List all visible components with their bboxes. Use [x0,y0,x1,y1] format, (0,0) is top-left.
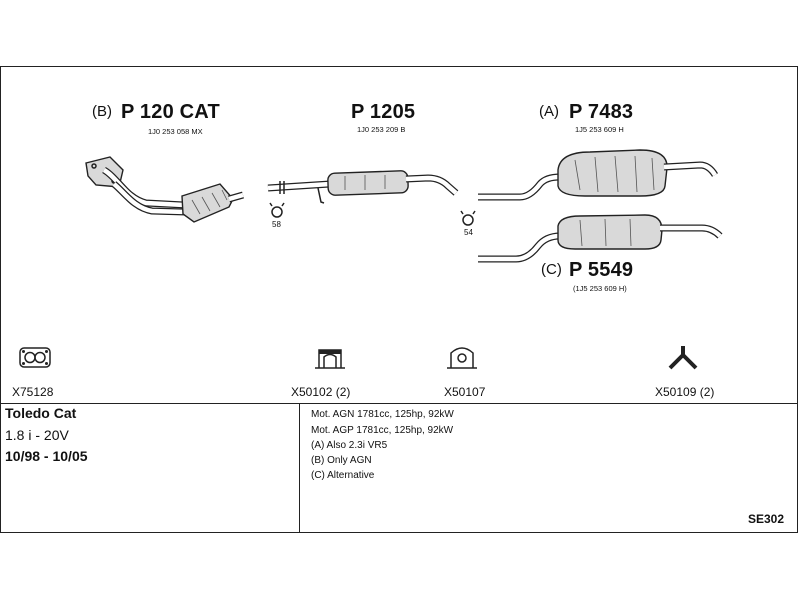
accessory-code: X50102 (2) [291,385,351,399]
flange-gasket-icon [19,347,51,368]
middle-silencer [327,170,409,196]
catalytic-converter [181,183,234,223]
diagram-code: SE302 [748,512,785,526]
hanger-hook [317,187,325,204]
y-bracket-icon [668,346,698,370]
frame-bottom-line [0,532,798,533]
oem-number-rear-silencer: 1J5 253 609 H [575,125,624,134]
note-line: Mot. AGN 1781cc, 125hp, 92kW [311,409,454,420]
rear-silencer-alt-drawing [478,214,723,263]
part-number-middle-pipe: P 1205 [351,101,416,123]
rubber-hanger-icon [447,347,477,369]
rear-silencer-alt-body [557,214,663,250]
frame-right-line [797,66,798,533]
cat-downpipe-drawing [85,156,244,223]
part-letter-a: (A) [539,103,559,120]
vehicle-model: Toledo Cat [5,405,77,421]
clamp-54-icon [460,210,476,226]
info-column-divider [299,403,300,533]
vehicle-years: 10/98 - 10/05 [5,448,88,464]
part-letter-b: (B) [92,103,112,120]
frame-top-line [0,66,798,67]
rear-silencer-body [557,149,668,197]
accessory-code: X50109 (2) [655,385,715,399]
rubber-mount-icon [315,349,345,369]
frame-left-line [0,66,1,533]
middle-pipe-drawing [267,170,459,204]
oem-number-middle-pipe: 1J0 253 209 B [357,125,406,134]
oem-number-rear-silencer-alt: (1J5 253 609 H) [573,284,627,293]
accessory-code: X50107 [444,385,486,399]
note-line: (C) Alternative [311,470,375,481]
vehicle-engine: 1.8 i - 20V [5,427,69,443]
oem-number-cat-downpipe: 1J0 253 058 MX [148,127,203,136]
flange-bolt-hole [91,163,97,169]
clamp-label-front: 58 [272,220,281,229]
note-line: Mot. AGP 1781cc, 125hp, 92kW [311,425,454,436]
accessory-code: X75128 [12,385,54,399]
rear-silencer-drawing [478,149,719,201]
note-line: (B) Only AGN [311,455,372,466]
part-number-rear-silencer: P 7483 [569,101,634,123]
part-number-rear-silencer-alt: P 5549 [569,259,634,281]
part-number-cat-downpipe: P 120 CAT [121,101,220,123]
clamp-label-rear: 54 [464,228,473,237]
part-letter-c: (C) [541,261,562,278]
info-divider-line [0,403,798,404]
clamp-58-icon [269,202,285,218]
note-line: (A) Also 2.3i VR5 [311,440,388,451]
